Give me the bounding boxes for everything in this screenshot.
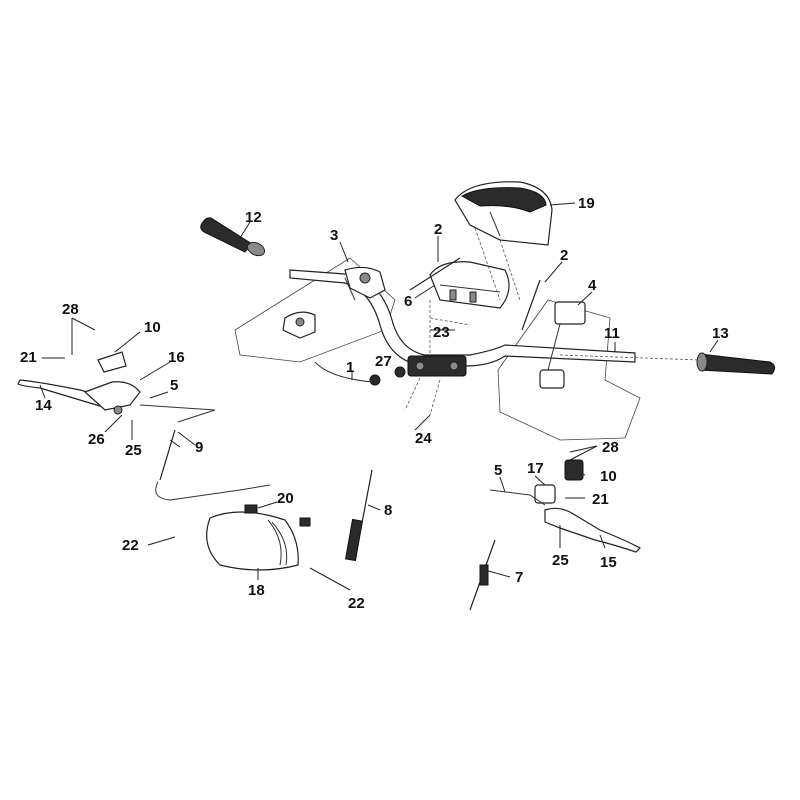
upper-cover: [454, 181, 553, 246]
part-27-nut: [369, 374, 381, 386]
callout-27: 27: [375, 353, 392, 370]
callout-18: 18: [248, 582, 265, 599]
left-switch-housing: [282, 266, 386, 339]
headlight-cover: [206, 511, 299, 571]
callout-8: 8: [384, 502, 392, 519]
left-grip: [200, 217, 266, 257]
part-20-clip-b: [299, 517, 311, 527]
lower-cover: [429, 261, 510, 309]
callout-19: 19: [578, 195, 595, 212]
callout-5-right: 5: [494, 462, 502, 479]
rear-brake-cable-7: [469, 539, 496, 611]
speedometer-cable: [345, 469, 373, 562]
throttle-axis: [559, 354, 701, 361]
brake-cable-9: [155, 429, 271, 501]
callout-7: 7: [515, 569, 523, 586]
callout-12: 12: [245, 209, 262, 226]
callout-6: 6: [404, 293, 412, 310]
callout-14: 14: [35, 397, 52, 414]
left-cable-5: [139, 404, 216, 423]
callout-17: 17: [527, 460, 544, 477]
callout-24: 24: [415, 430, 432, 447]
callout-16: 16: [168, 349, 185, 366]
callout-23: 23: [433, 324, 450, 341]
callout-2-right: 2: [560, 247, 568, 264]
callout-1: 1: [346, 359, 354, 376]
callout-11: 11: [604, 325, 620, 342]
callout-21-left: 21: [20, 349, 37, 366]
callout-20: 20: [277, 490, 294, 507]
right-lever-assembly: [534, 459, 641, 553]
bolt-right: [521, 279, 541, 331]
callout-13: 13: [712, 325, 729, 342]
callout-26: 26: [88, 431, 105, 448]
bolt-left: [409, 257, 461, 291]
callout-25-left: 25: [125, 442, 142, 459]
right-cable-5: [489, 489, 546, 506]
part-20-clip: [244, 504, 258, 514]
left-lever-assembly: [17, 351, 141, 415]
callout-15: 15: [600, 554, 617, 571]
callout-5-left: 5: [170, 377, 178, 394]
callout-21-right: 21: [592, 491, 609, 508]
callout-28-right: 28: [602, 439, 619, 456]
callout-10-right: 10: [600, 468, 617, 485]
callout-4: 4: [588, 277, 597, 294]
callout-9: 9: [195, 439, 203, 456]
callout-25-right: 25: [552, 552, 569, 569]
throttle-cable: [314, 361, 373, 383]
callout-28-left: 28: [62, 301, 79, 318]
callout-10-left: 10: [144, 319, 161, 336]
right-grip: [696, 352, 776, 375]
callout-3: 3: [330, 227, 338, 244]
part-27-nut-b: [394, 366, 406, 378]
callout-2-left: 2: [434, 221, 442, 238]
callout-22-left: 22: [122, 537, 139, 554]
right-switch-housing: [539, 301, 586, 389]
callout-22-right: 22: [348, 595, 365, 612]
center-clamp: [407, 355, 467, 377]
